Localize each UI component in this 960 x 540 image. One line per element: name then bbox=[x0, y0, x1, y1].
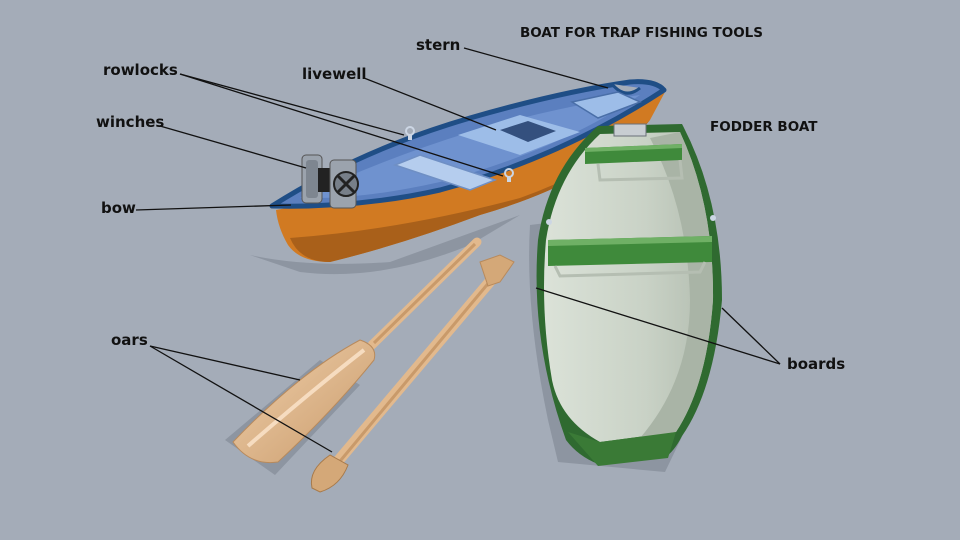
oar-right-grip bbox=[310, 454, 349, 493]
rowlock-starboard bbox=[504, 168, 514, 182]
fodder-bench-support-front bbox=[596, 159, 684, 182]
fodder-bench-front-top bbox=[585, 144, 682, 152]
leader-boards-1 bbox=[535, 287, 781, 365]
leader-rowlocks-2 bbox=[179, 73, 504, 177]
label-boards: boards bbox=[787, 355, 846, 373]
fodder-bow-plate bbox=[613, 123, 647, 137]
fodder-rowlock-right bbox=[710, 215, 716, 221]
label-bow: bow bbox=[101, 199, 136, 217]
leader-rowlocks-1 bbox=[179, 73, 405, 136]
leader-winches bbox=[159, 125, 307, 169]
fodder-boat bbox=[529, 123, 722, 472]
leader-lines bbox=[135, 47, 781, 453]
thwart-seat bbox=[392, 154, 498, 191]
label-stern: stern bbox=[416, 36, 461, 54]
label-livewell: livewell bbox=[302, 65, 367, 83]
trap-boat-inner-wall bbox=[300, 95, 640, 199]
label-winches: winches bbox=[96, 113, 165, 131]
label-rowlocks: rowlocks bbox=[103, 61, 178, 79]
fodder-boat-interior bbox=[544, 132, 714, 442]
oar-right-blade bbox=[479, 254, 515, 287]
fodder-rowlock-left bbox=[546, 219, 552, 225]
rowlock-port bbox=[405, 126, 415, 140]
label-oars: oars bbox=[111, 331, 148, 349]
fodder-bench-middle-top bbox=[548, 236, 712, 246]
trap-fishing-boat bbox=[250, 79, 667, 275]
trap-boat-shadow bbox=[250, 215, 520, 275]
fodder-boat-inner-side bbox=[640, 132, 714, 438]
leader-bow bbox=[135, 204, 292, 211]
trap-boat-hull-shade bbox=[290, 120, 650, 262]
trap-boat-title: BOAT FOR TRAP FISHING TOOLS bbox=[520, 25, 764, 41]
stern-seat bbox=[570, 91, 642, 119]
fodder-bench-support-middle bbox=[553, 261, 707, 278]
livewell-hatch bbox=[500, 121, 556, 142]
leader-boards-2 bbox=[721, 307, 781, 365]
fodder-boat-stern bbox=[568, 432, 676, 466]
leader-stern bbox=[463, 47, 609, 89]
stern-notch bbox=[610, 83, 641, 95]
oar-right bbox=[310, 254, 515, 493]
oar-left bbox=[225, 237, 482, 475]
fodder-boat-title: FODDER BOAT bbox=[710, 119, 818, 135]
leader-livewell bbox=[363, 77, 497, 131]
leader-oars-1 bbox=[149, 345, 301, 381]
winches bbox=[301, 154, 359, 209]
leader-oars-2 bbox=[149, 345, 333, 453]
